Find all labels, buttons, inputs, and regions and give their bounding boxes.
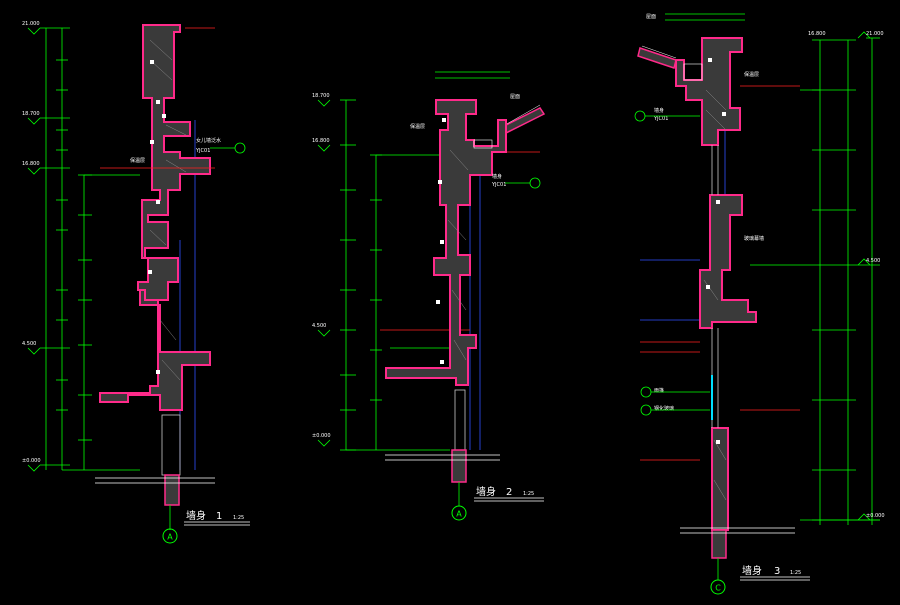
elevation-label: 21.000 <box>22 21 40 27</box>
note-code: YJC01 <box>653 116 668 122</box>
elevation-label: 16.800 <box>312 138 330 144</box>
reference-lines-2 <box>469 160 481 450</box>
axis-label-1: A <box>167 533 173 542</box>
section-scale-2: 1:25 <box>523 491 534 497</box>
elevation-label: ±0.000 <box>22 458 41 464</box>
wall-profile-3-mid <box>699 194 757 329</box>
dimension-chain-left <box>40 27 140 471</box>
elevation-markers-1 <box>27 27 41 472</box>
note-wall: 墙身 <box>492 173 502 180</box>
elevation-label: 16.800 <box>808 31 826 37</box>
note-glass: 钢化玻璃 <box>654 405 674 412</box>
wall-markers-3 <box>706 58 726 444</box>
elevation-markers-3 <box>857 31 871 521</box>
ground-line-2 <box>385 454 500 461</box>
wall-hatch-3 <box>703 89 727 501</box>
note-code: YJC01 <box>491 182 506 188</box>
wall-markers-1 <box>148 60 166 374</box>
axis-bubble-2 <box>451 505 467 521</box>
ground-line-3 <box>680 527 795 534</box>
elevation-labels-2: 18.700 16.800 4.500 ±0.000 <box>312 93 331 439</box>
gutter-3 <box>683 63 703 81</box>
floor-lines-3 <box>640 85 800 461</box>
title-underline-2 <box>474 497 544 502</box>
note-roof: 屋面 <box>510 94 520 100</box>
note-insulation: 保温层 <box>130 157 145 164</box>
elevation-label: 4.500 <box>22 341 36 347</box>
foundation-3 <box>711 529 727 559</box>
section-number-3: 3 <box>774 566 780 577</box>
wall-hatch-2 <box>447 149 469 361</box>
gutter-2 <box>473 139 493 149</box>
wall-section-2: 18.700 16.800 4.500 ±0.000 <box>312 71 546 521</box>
section-title-3: 墙身 <box>742 564 762 577</box>
roof-slope-3 <box>637 45 677 69</box>
elevation-label: 16.800 <box>22 161 40 167</box>
note-roof: 屋面 <box>646 14 656 20</box>
wall-profile-2 <box>385 99 507 386</box>
elevation-label: ±0.000 <box>866 513 885 519</box>
axis-label-3: C <box>715 584 721 593</box>
elevation-label: 21.000 <box>866 31 884 37</box>
elevation-labels-1: 21.000 18.700 16.800 4.500 ±0.000 <box>22 21 41 464</box>
title-underline-1 <box>184 521 250 526</box>
elevation-label: 4.500 <box>866 258 880 264</box>
axis-bubble-3 <box>710 579 726 595</box>
note-flashing: 女儿墙泛水 <box>196 137 221 144</box>
section-title-1: 墙身 <box>186 509 206 522</box>
elevation-label: 18.700 <box>312 93 330 99</box>
note-insulation: 保温层 <box>744 71 759 78</box>
foundation-1 <box>164 474 180 506</box>
ground-line-1 <box>95 477 215 484</box>
elevation-label: ±0.000 <box>312 433 331 439</box>
section-number-1: 1 <box>216 511 222 522</box>
wall-markers-2 <box>436 118 446 364</box>
note-canopy: 雨篷 <box>654 387 664 394</box>
elevation-label: 4.500 <box>312 323 326 329</box>
elevation-markers-2 <box>317 99 331 447</box>
section-title-2: 墙身 <box>476 485 496 498</box>
section-scale-3: 1:25 <box>790 570 801 576</box>
dimension-chain-2 <box>340 71 510 451</box>
axis-bubble-1 <box>162 528 178 544</box>
floor-lines-1 <box>100 27 215 169</box>
dimension-chain-3 <box>665 13 880 525</box>
note-insulation: 保温层 <box>410 123 425 130</box>
wall-section-3: 21.000 4.500 ±0.000 <box>634 13 885 595</box>
title-underline-3 <box>740 576 810 581</box>
section-scale-1: 1:25 <box>233 515 244 521</box>
note-code: YJC01 <box>195 148 210 154</box>
section-number-2: 2 <box>506 487 512 498</box>
wall-section-1: 21.000 18.700 16.800 4.500 ±0.000 <box>22 21 250 544</box>
elevation-labels-3: 21.000 4.500 ±0.000 <box>866 31 885 519</box>
note-wall: 墙身 <box>654 107 664 114</box>
axis-label-2: A <box>456 510 462 519</box>
wall-profile-1 <box>99 24 211 411</box>
note-curtain: 玻璃幕墙 <box>744 235 764 242</box>
elevation-label: 18.700 <box>22 111 40 117</box>
